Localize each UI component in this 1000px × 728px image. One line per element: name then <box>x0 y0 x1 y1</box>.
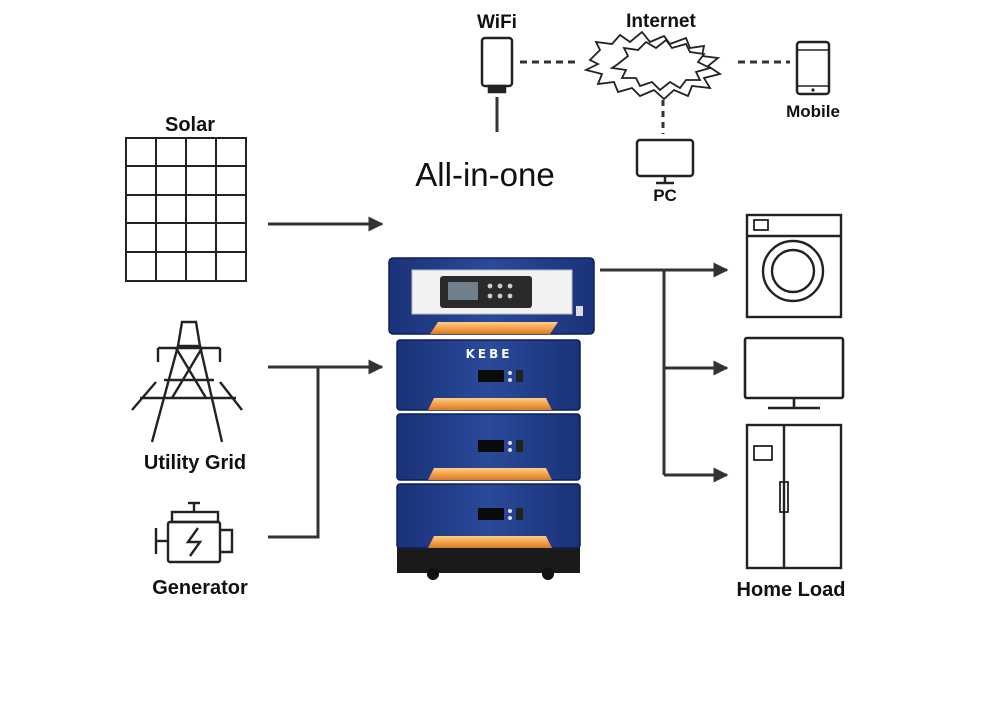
washing-machine-icon <box>745 213 843 319</box>
generator-label: Generator <box>152 577 248 599</box>
wifi-label: WiFi <box>477 12 517 33</box>
internet-label: Internet <box>626 11 696 32</box>
utility-grid-label: Utility Grid <box>144 452 246 474</box>
wifi-dongle-icon <box>480 36 514 94</box>
engine-icon <box>154 501 234 564</box>
solar-label: Solar <box>165 114 215 136</box>
brand-logo: KEBE <box>466 347 513 361</box>
tablet-icon <box>795 40 831 96</box>
mobile-label: Mobile <box>786 102 840 121</box>
all-in-one-cabinet: KEBE <box>388 257 595 580</box>
all-in-one-title: All-in-one <box>415 156 554 193</box>
solar-panel-icon <box>125 137 247 282</box>
home-load-label: Home Load <box>737 579 846 601</box>
generator-line <box>268 367 320 539</box>
cloud-icon <box>583 30 723 101</box>
pc-label: PC <box>653 186 677 205</box>
tv-icon <box>743 336 845 410</box>
monitor-icon <box>635 138 695 185</box>
refrigerator-icon <box>745 423 843 570</box>
output-bus-line <box>600 268 666 475</box>
power-tower-icon <box>131 320 243 443</box>
